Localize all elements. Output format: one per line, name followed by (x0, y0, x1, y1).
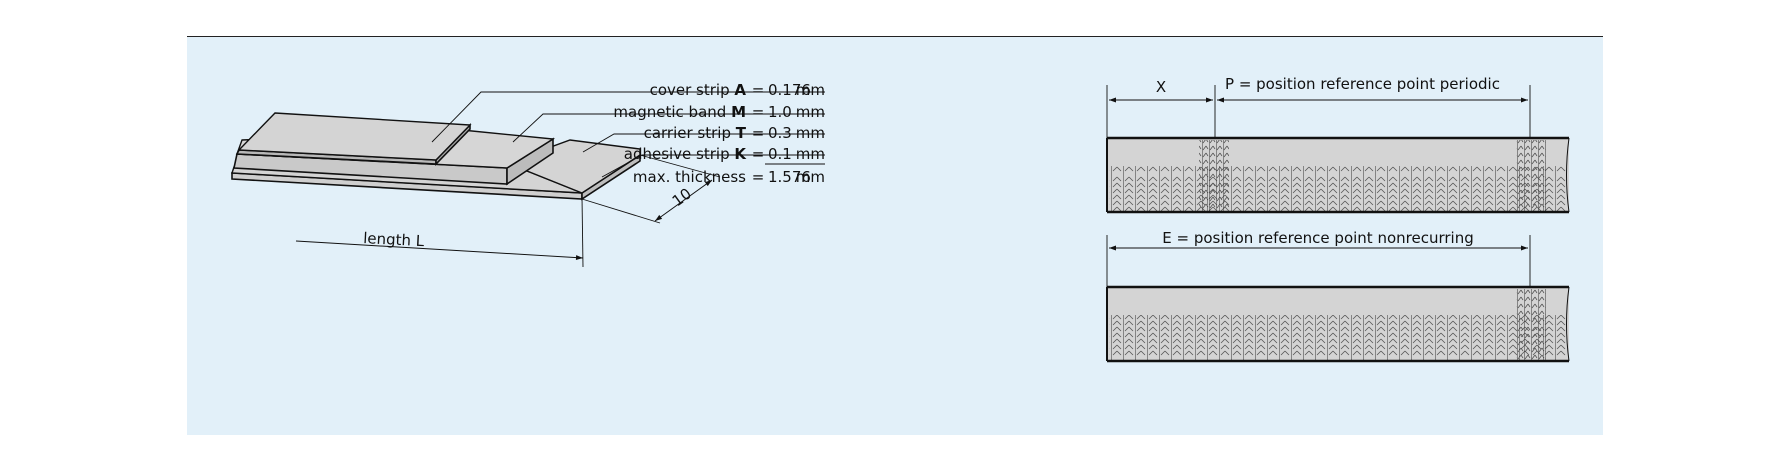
layer-1-value: 0.176 (768, 81, 811, 99)
length-label: length L (363, 229, 425, 250)
periodic-reference-mark-2 (1516, 140, 1546, 212)
width-label: 10 (669, 184, 695, 210)
total-thickness-unit: mm (796, 168, 825, 186)
leader-lines (431, 91, 825, 178)
layer-3-value: 0.3 (768, 124, 792, 142)
layer-2-value: 1.0 (768, 103, 792, 121)
layer-2-unit: mm (796, 103, 825, 121)
nonrecurring-reference-figure: E = position reference point nonrecurrin… (1106, 229, 1570, 363)
length-dimension: length L (295, 196, 584, 268)
technical-drawing: cover strip A = 0.176 mm magnetic band M… (231, 75, 1570, 363)
layer-4-value: 0.1 (768, 145, 792, 163)
layer-4-eq: = (752, 145, 765, 163)
layer-label-group: cover strip A = 0.176 mm magnetic band M… (613, 81, 825, 186)
periodic-reference-mark-1 (1199, 140, 1229, 212)
layer-3-label: carrier strip T (644, 124, 747, 142)
total-thickness-label: max. thickness (633, 168, 746, 186)
periodic-reference-figure: X P = position reference point periodic (1106, 75, 1570, 214)
nonrecurring-tape-pole-pattern (1109, 315, 1567, 361)
periodic-tape-pole-pattern (1109, 166, 1567, 212)
layer-3-eq: = (752, 124, 765, 142)
layer-4-label: adhesive strip K (624, 145, 748, 163)
periodic-reference-label: P = position reference point periodic (1225, 75, 1500, 93)
nonrecurring-reference-mark (1516, 289, 1546, 361)
layer-1-unit: mm (796, 81, 825, 99)
layer-4-unit: mm (796, 145, 825, 163)
x-distance-label: X (1156, 78, 1166, 96)
layer-1-label: cover strip A (650, 81, 747, 99)
layer-2-label: magnetic band M (613, 103, 746, 121)
layer-3-unit: mm (796, 124, 825, 142)
magnetic-tape-3d-drawing (231, 112, 641, 201)
nonrecurring-reference-label: E = position reference point nonrecurrin… (1162, 229, 1473, 247)
diagram-panel: cover strip A = 0.176 mm magnetic band M… (187, 36, 1603, 435)
layer-2-eq: = (752, 103, 765, 121)
total-thickness-value: 1.576 (768, 168, 811, 186)
total-eq: = (752, 168, 765, 186)
layer-1-eq: = (752, 81, 765, 99)
